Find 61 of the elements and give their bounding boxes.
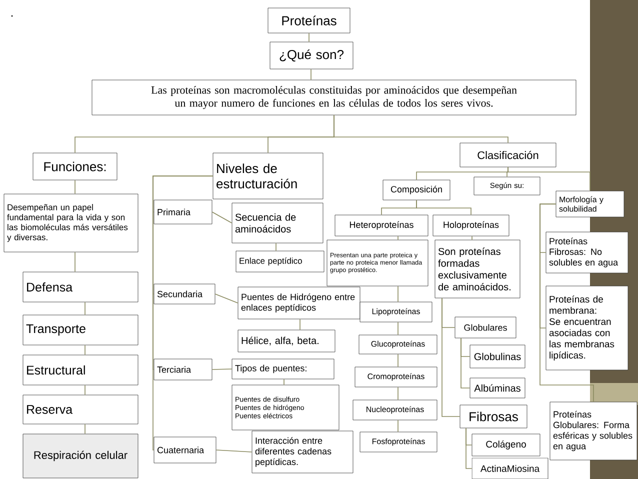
concept-box: Respiración celular <box>22 434 138 478</box>
concept-box: Niveles de estructuración <box>212 152 324 200</box>
concept-box: Son proteínas formadas exclusivamente de aminoácidos. <box>434 240 520 298</box>
concept-box: Terciaria <box>154 358 212 380</box>
connector-line <box>214 294 238 304</box>
concept-box: Defensa <box>22 272 138 302</box>
connector-line <box>310 68 312 80</box>
concept-box: Transporte <box>22 314 138 346</box>
concept-box: ¿Qué son? <box>270 42 354 70</box>
concept-box: Hélice, alfa, beta. <box>238 330 336 352</box>
concept-box: Secundaria <box>154 284 216 304</box>
connector-line <box>152 176 214 450</box>
connector-line <box>416 200 472 216</box>
concept-box: Heteroproteínas <box>334 214 428 236</box>
connector-line <box>216 450 252 452</box>
concept-box: Proteínas Globulares: Forma esféricas y solubles en agua <box>550 402 638 460</box>
connector-line <box>508 166 590 192</box>
connector-line <box>442 298 460 417</box>
concept-box: Funciones: <box>32 152 118 180</box>
concept-box: Interacción entre diferentes cadenas peptídicas. <box>252 430 354 474</box>
connector-line <box>84 344 86 356</box>
connector-line <box>212 212 232 224</box>
concept-box: Nucleoproteínas <box>352 400 438 420</box>
concept-box: Holoproteínas <box>432 214 510 236</box>
concept-box: Globulares <box>454 316 516 338</box>
concept-box: Cuaternaria <box>154 436 216 464</box>
concept-box: Desempeñan un papel fundamental para la vida y son las biomoléculas más versátiles y diversas. <box>4 194 138 252</box>
concept-box: Globulinas <box>470 344 526 368</box>
dot-mark: . <box>11 15 13 17</box>
concept-box: ActinaMiosina <box>472 458 548 479</box>
concept-box: Clasificación <box>460 142 556 168</box>
connector-line <box>84 384 86 396</box>
connector-line <box>74 180 76 194</box>
connector-line <box>84 424 86 434</box>
connector-line <box>460 338 470 388</box>
connector-line <box>540 204 594 402</box>
concept-box: Colágeno <box>472 434 540 456</box>
concept-box: Proteínas de membrana: Se encuentran asociadas con las membranas lipídicas. <box>546 286 628 370</box>
connector-line <box>308 32 310 42</box>
connector-line <box>466 428 472 469</box>
concept-box: Lipoproteínas <box>360 302 432 322</box>
concept-box: Glucoproteínas <box>358 334 438 354</box>
concept-box: Proteínas <box>268 8 350 34</box>
concept-box: Composición <box>382 180 450 200</box>
concept-box: Primaria <box>154 200 212 224</box>
concept-box: Secuencia de aminoácidos <box>232 202 324 244</box>
concept-box: Enlace peptídico <box>236 250 324 272</box>
concept-box: Fibrosas <box>460 404 528 428</box>
concept-box: Proteínas Fibrosas: No solubles en agua <box>546 232 628 274</box>
concept-box: Morfología y solubilidad <box>556 190 624 218</box>
connector-line <box>334 114 508 144</box>
connector-line <box>84 302 86 316</box>
connector-line <box>212 368 232 370</box>
concept-box: Fosfoproteínas <box>360 432 438 452</box>
concept-box: Reserva <box>22 394 138 424</box>
concept-box: Las proteínas son macromoléculas constituidas por aminoácidos que desempeñan un mayor numero de funciones en las células de todos los seres vivos. <box>92 80 576 116</box>
concept-box: Albúminas <box>470 378 526 398</box>
concept-box: Cromoproteínas <box>354 366 438 388</box>
concept-box: Estructural <box>22 354 138 386</box>
connector-line <box>74 252 76 272</box>
concept-box: Tipos de puentes: <box>232 358 334 380</box>
